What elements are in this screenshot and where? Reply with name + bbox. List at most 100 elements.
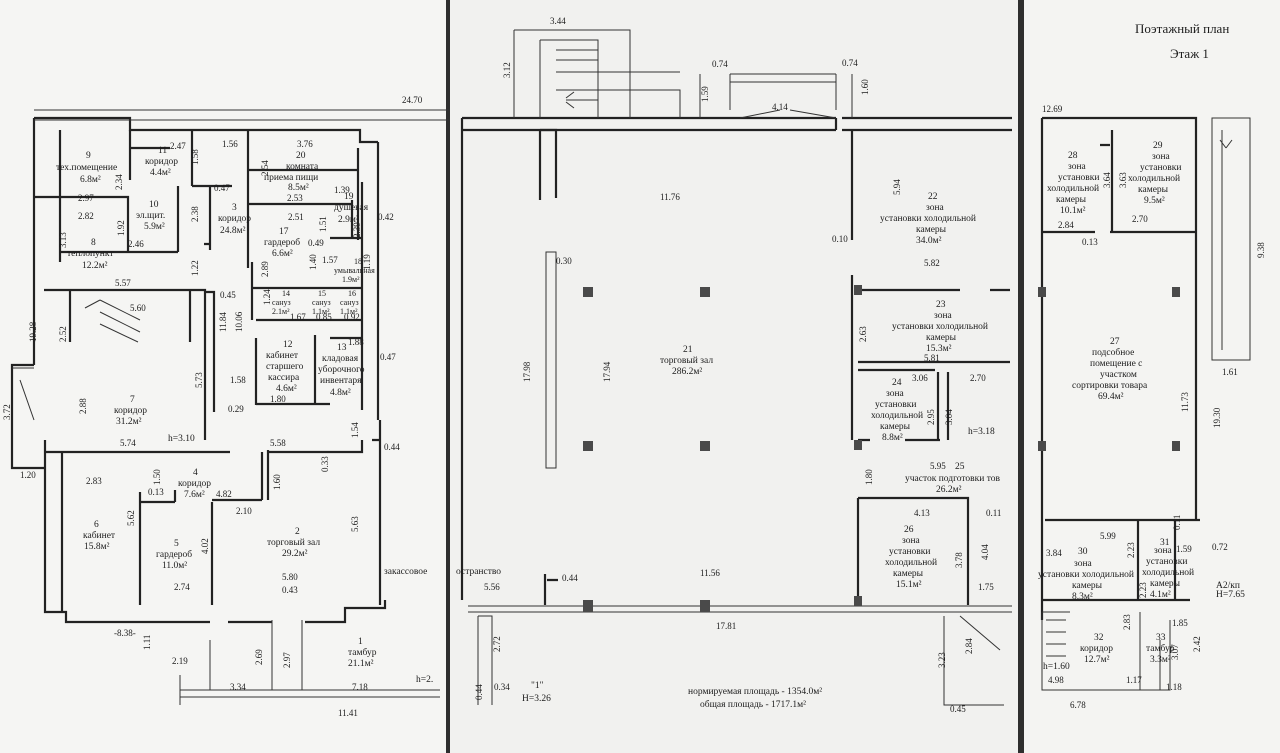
dimension: 0.11 <box>1172 515 1182 530</box>
room-29-name2: установки <box>1140 163 1181 173</box>
room-24-name1: зона <box>886 389 905 399</box>
dimension: 11.84 <box>218 312 228 332</box>
dimension: 1.11 <box>142 635 152 650</box>
room-26-name2: установки <box>889 547 930 557</box>
dimension: 3.44 <box>550 16 566 26</box>
dimension: 0.44 <box>474 684 484 700</box>
room-8-area: 12.2м² <box>82 261 108 271</box>
room-26-name1: зона <box>902 536 921 546</box>
room-12-name2: старшего <box>266 362 304 372</box>
room-30-number: 30 <box>1078 547 1088 557</box>
dimension: 5.62 <box>126 510 136 526</box>
dimension: 3.06 <box>912 373 928 383</box>
dimension: 5.82 <box>924 258 940 268</box>
room-21-area: 286.2м² <box>672 367 702 377</box>
dimension: 0.34 <box>494 682 510 692</box>
room-27-area: 69.4м² <box>1098 392 1124 402</box>
dimension: 2.83 <box>1122 614 1132 630</box>
dimension: 0.29 <box>228 404 244 414</box>
dimension: 2.23 <box>1138 582 1148 598</box>
dimension: 2.51 <box>288 212 304 222</box>
dimension: 1.57 <box>322 255 338 265</box>
height-mark: H=3.26 <box>522 694 551 704</box>
room-22-area: 34.0м² <box>916 236 942 246</box>
dimension: 19.28 <box>28 321 38 342</box>
dimension: 1.80 <box>864 469 874 485</box>
dimension: 1.40 <box>308 254 318 270</box>
room-4-area: 7.6м² <box>184 490 205 500</box>
left-wing-walls <box>10 109 450 705</box>
room-24-area: 8.8м² <box>882 433 903 443</box>
room-9-name: тех.помещение <box>56 163 117 173</box>
room-19-name: душевая <box>334 203 369 213</box>
dimension: 0.13 <box>148 487 164 497</box>
room-19-number: 19 <box>344 192 354 202</box>
room-7-area: 31.2м² <box>116 417 142 427</box>
dimension: 3.78 <box>954 552 964 568</box>
room-26-name4: камеры <box>893 569 924 579</box>
dimension: 0.11 <box>986 508 1001 518</box>
room-30-area: 8.3м² <box>1072 592 1093 602</box>
dimension: 5.57 <box>115 278 131 288</box>
dimension: 11.41 <box>338 708 358 718</box>
normative-area: нормируемая площадь - 1354.0м² <box>688 687 822 697</box>
room-26-name3: холодильной <box>885 557 937 568</box>
dimension: 2.19 <box>172 656 188 666</box>
room-23-name2: установки холодильной <box>892 321 988 332</box>
dimension: 0.30 <box>556 256 572 266</box>
room-33-name: тамбур <box>1146 643 1175 654</box>
room-31-name4: камеры <box>1150 579 1181 589</box>
dimension: 0.33 <box>320 456 330 472</box>
floor-label: Этаж 1 <box>1170 46 1209 61</box>
room-17-area: 6.6м² <box>272 249 293 259</box>
height-note: h=2. <box>416 675 433 685</box>
room-6-number: 6 <box>94 520 99 530</box>
dimension: 1.80 <box>270 394 286 404</box>
room-2-number: 2 <box>295 527 300 537</box>
room-28-area: 10.1м² <box>1060 206 1086 216</box>
room-2-name: торговый зал <box>267 537 320 548</box>
dimension: 2.46 <box>128 239 144 249</box>
room-10-name: эл.щит. <box>136 211 165 221</box>
dimension: 3.64 <box>1102 172 1112 188</box>
dimension: 4.98 <box>1048 675 1064 685</box>
room-29-number: 29 <box>1153 141 1163 151</box>
dimension: 0.47 <box>380 352 396 362</box>
room-21-number: 21 <box>683 345 693 355</box>
dimension: 2.89 <box>260 261 270 277</box>
room-26-number: 26 <box>904 525 914 535</box>
dimension: 0.72 <box>1212 542 1228 552</box>
dimension: 11.76 <box>660 192 680 202</box>
dimension: 0.10 <box>832 234 848 244</box>
dimension: 2.70 <box>970 373 986 383</box>
dimension: 2.84 <box>1058 220 1074 230</box>
dimension: 2.95 <box>926 409 936 425</box>
columns <box>583 285 862 612</box>
room-23-name1: зона <box>934 311 953 321</box>
dimension: 2.72 <box>492 636 502 652</box>
dimension: 5.99 <box>1100 531 1116 541</box>
room-1-area: 21.1м² <box>348 659 374 669</box>
dimension: 1.67 <box>290 312 306 322</box>
dimension: 5.95 <box>930 461 946 471</box>
room-14-number: 14 <box>282 289 290 298</box>
room-18-name: умывальная <box>334 266 375 275</box>
room-6-name: кабинет <box>83 530 116 541</box>
dimension: 17.98 <box>522 361 532 382</box>
room-5-number: 5 <box>174 539 179 549</box>
dimension: 2.23 <box>1126 542 1136 558</box>
plan-sheet-middle <box>446 0 1020 753</box>
room-17-number: 17 <box>279 227 289 237</box>
dimension: 0.43 <box>282 585 298 595</box>
room-33-number: 33 <box>1156 633 1166 643</box>
room-10-number: 10 <box>149 200 159 210</box>
sheet-seam <box>446 0 450 753</box>
room-13-name2: уборочного <box>318 364 365 375</box>
room-8-name: теплопункт <box>67 249 114 259</box>
dimension: 17.81 <box>716 621 736 631</box>
room-20-name2: приема пищи <box>264 173 318 183</box>
room-31-number: 31 <box>1160 538 1170 548</box>
dimension: 9.38 <box>1256 242 1266 258</box>
dimension: 2.83 <box>86 476 102 486</box>
dimension: 6.78 <box>1070 700 1086 710</box>
